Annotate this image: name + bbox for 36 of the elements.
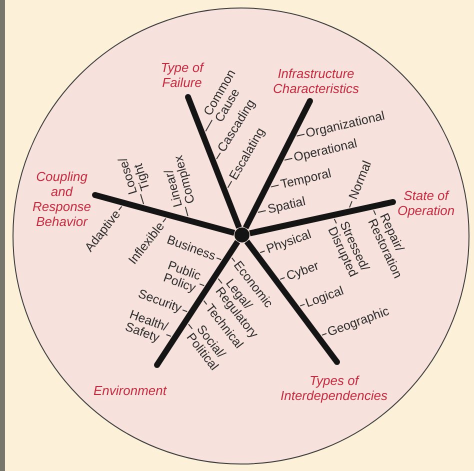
dimension-heading: Environment bbox=[94, 382, 166, 398]
leader-line bbox=[188, 324, 193, 330]
leader-line bbox=[218, 278, 223, 284]
leader-line bbox=[280, 277, 286, 280]
category-label: Temporal bbox=[279, 166, 332, 191]
dimension-heading: Type of Failure bbox=[160, 60, 204, 90]
leader-line bbox=[321, 333, 327, 336]
category-label: Linear/ Complex bbox=[160, 154, 198, 208]
leader-line bbox=[118, 206, 122, 211]
category-label: Cyber bbox=[284, 259, 320, 284]
leader-line bbox=[231, 257, 236, 262]
dimension-heading: Infrastructure Characteristics bbox=[273, 66, 359, 96]
leader-line bbox=[349, 200, 353, 208]
leader-line bbox=[162, 218, 166, 223]
leader-line bbox=[182, 309, 188, 312]
category-label: Spatial bbox=[266, 195, 306, 216]
leader-line bbox=[300, 304, 306, 306]
leader-line bbox=[284, 158, 293, 161]
leader-line bbox=[199, 283, 205, 286]
leader-line bbox=[205, 120, 213, 132]
leader-line bbox=[296, 134, 306, 136]
leader-line bbox=[203, 300, 208, 305]
leader-line bbox=[260, 250, 266, 254]
leader-line bbox=[140, 194, 144, 205]
leader-line bbox=[184, 206, 188, 217]
dimension-heading: Types of Interdependencies bbox=[280, 373, 388, 403]
leader-line bbox=[227, 180, 232, 188]
leader-line bbox=[216, 257, 222, 260]
dimension-heading: Coupling and Response Behavior bbox=[32, 169, 92, 229]
leader-line bbox=[334, 218, 337, 224]
leader-line bbox=[270, 184, 280, 188]
leader-line bbox=[373, 210, 376, 216]
leader-line bbox=[166, 334, 172, 337]
leader-line bbox=[257, 210, 266, 213]
category-label: Loose/ Tight bbox=[116, 152, 152, 196]
leader-line bbox=[216, 152, 221, 160]
